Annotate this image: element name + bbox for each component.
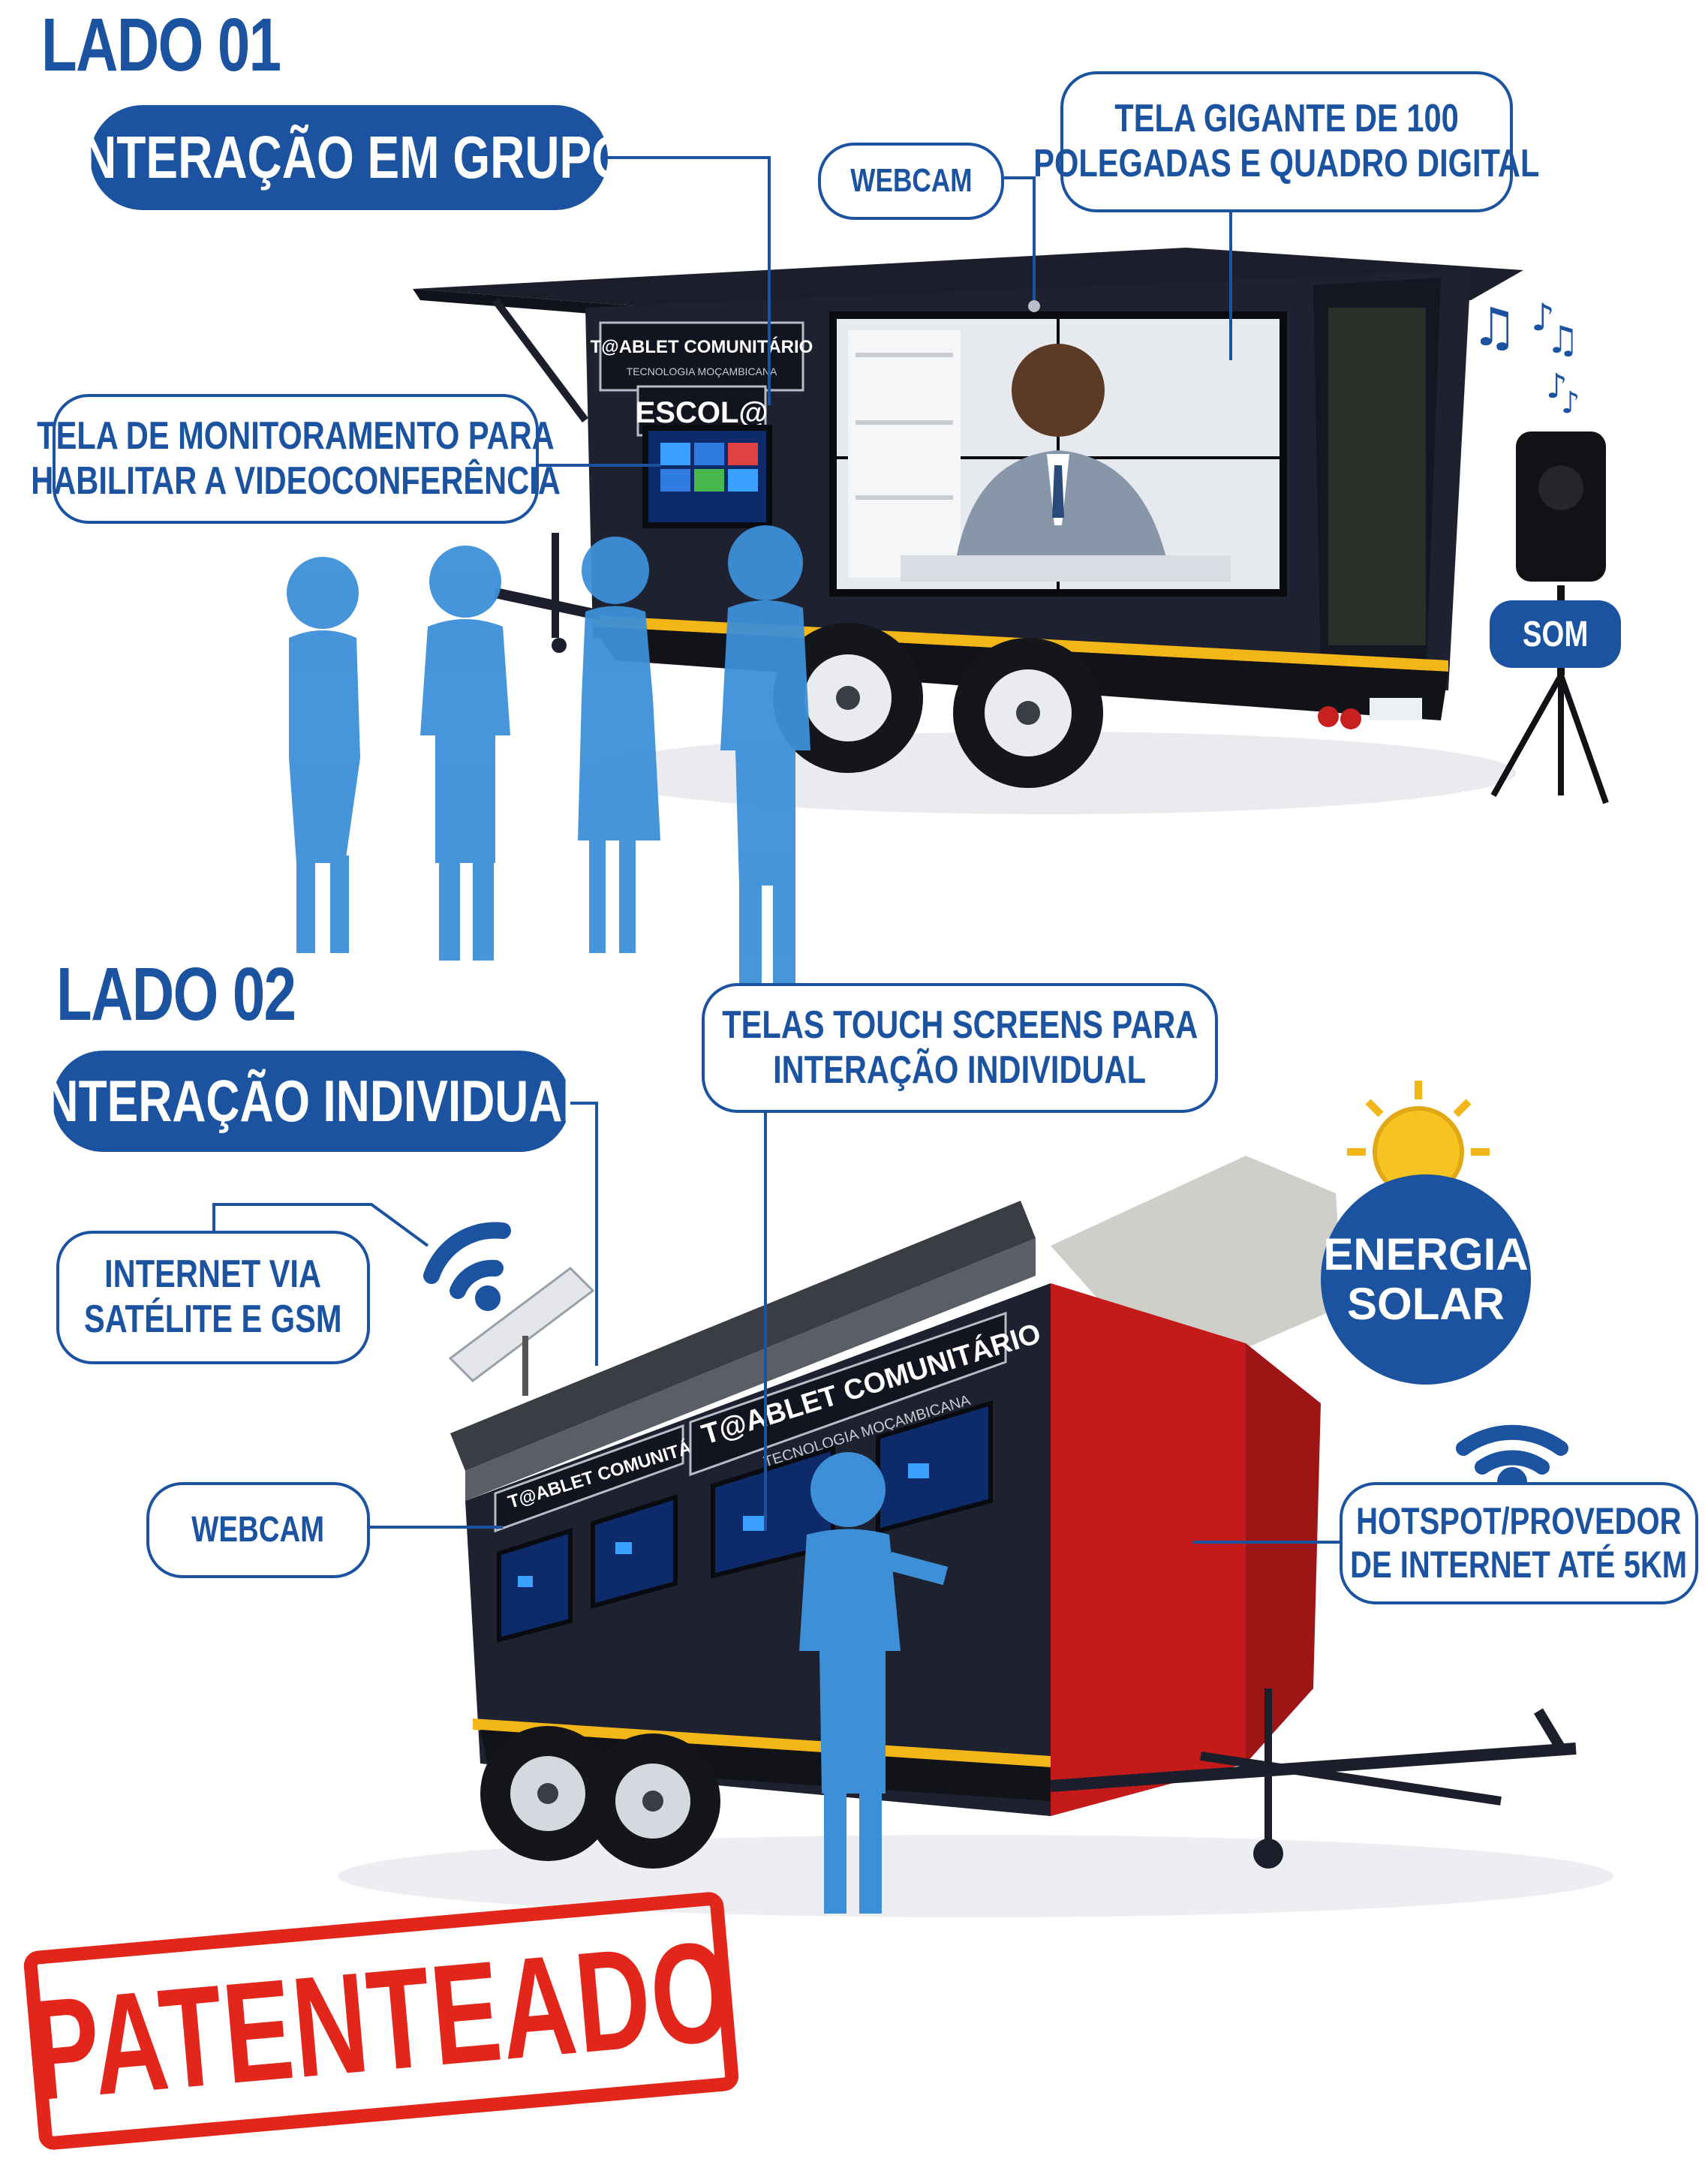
hotspot-label-line-2: DE INTERNET ATÉ 5KM	[1350, 1543, 1688, 1586]
trailer-2-wheel-rear	[585, 1734, 720, 1869]
touch-screens-label-line-1: TELAS TOUCH SCREENS PARA	[721, 1003, 1198, 1047]
wifi-icon-internet	[423, 1222, 511, 1311]
trailer-2-wheel-front	[480, 1726, 615, 1861]
webcam-callout-side-1: WEBCAM	[818, 143, 1004, 220]
hotspot-label-line-1: HOTSPOT/PROVEDOR	[1356, 1500, 1682, 1542]
music-note-icon-3: ♫	[1546, 318, 1580, 362]
giant-screen-label-line-1: TELA GIGANTE DE 100	[1114, 97, 1459, 141]
touch-screens	[497, 1400, 993, 1643]
individual-interaction-label: INTERAÇÃO INDIVIDUAL	[32, 1068, 591, 1134]
webcam-label: WEBCAM	[849, 162, 973, 200]
side-1-title: LADO 01	[41, 3, 281, 87]
hotspot-callout: HOTSPOT/PROVEDOR DE INTERNET ATÉ 5KM	[1340, 1482, 1698, 1604]
music-note-icon-4: ♪	[1546, 366, 1568, 406]
touch-screens-label-line-2: INTERAÇÃO INDIVIDUAL	[773, 1048, 1147, 1092]
side-2-title: LADO 02	[56, 952, 296, 1036]
giant-screen-label-line-2: POLEGADAS E QUADRO DIGITAL	[1033, 142, 1540, 185]
solar-label-line-1: ENERGIA	[1323, 1229, 1529, 1279]
webcam-label-2: WEBCAM	[191, 1510, 325, 1550]
satellite-dish-icon	[448, 1267, 595, 1396]
monitoring-label-line-1: TELA DE MONITORAMENTO PARA	[37, 413, 555, 458]
internet-callout: INTERNET VIA SATÉLITE E GSM	[56, 1231, 370, 1364]
trailer-1-sign-text: T@ABLET COMUNITÁRIO	[591, 336, 813, 357]
trailer-1-sign-subtext: TECNOLOGIA MOÇAMBICANA	[627, 365, 777, 377]
music-note-icon: ♫	[1471, 296, 1518, 358]
solar-energy-badge: ENERGIA SOLAR	[1321, 1174, 1531, 1385]
sound-label-box: SOM	[1490, 600, 1621, 668]
monitoring-screen-callout: TELA DE MONITORAMENTO PARA HABILITAR A V…	[31, 394, 561, 524]
touch-screens-callout: TELAS TOUCH SCREENS PARA INTERAÇÃO INDIV…	[702, 983, 1218, 1113]
webcam-callout-side-2: WEBCAM	[146, 1482, 370, 1578]
group-interaction-pill: INTERAÇÃO EM GRUPO	[69, 105, 629, 210]
trailer-1-wheel-rear	[953, 638, 1103, 788]
monitoring-label-line-2: HABILITAR A VIDEOCONFERÊNCIA	[31, 459, 561, 503]
music-note-icon-5: ♪	[1561, 386, 1580, 420]
internet-label-line-2: SATÉLITE E GSM	[84, 1297, 342, 1341]
trailer-1-escola-text: ESCOL@	[636, 396, 768, 429]
solar-label-line-2: SOLAR	[1347, 1279, 1505, 1329]
trailer-1-wheel-front	[773, 623, 923, 773]
internet-label-line-1: INTERNET VIA	[104, 1252, 322, 1297]
music-note-icon-2: ♪	[1531, 296, 1555, 339]
sound-label: SOM	[1522, 614, 1589, 654]
individual-interaction-pill: INTERAÇÃO INDIVIDUAL	[32, 1051, 591, 1152]
group-interaction-label: INTERAÇÃO EM GRUPO	[68, 124, 630, 191]
giant-screen-callout: TELA GIGANTE DE 100 POLEGADAS E QUADRO D…	[1033, 71, 1540, 212]
